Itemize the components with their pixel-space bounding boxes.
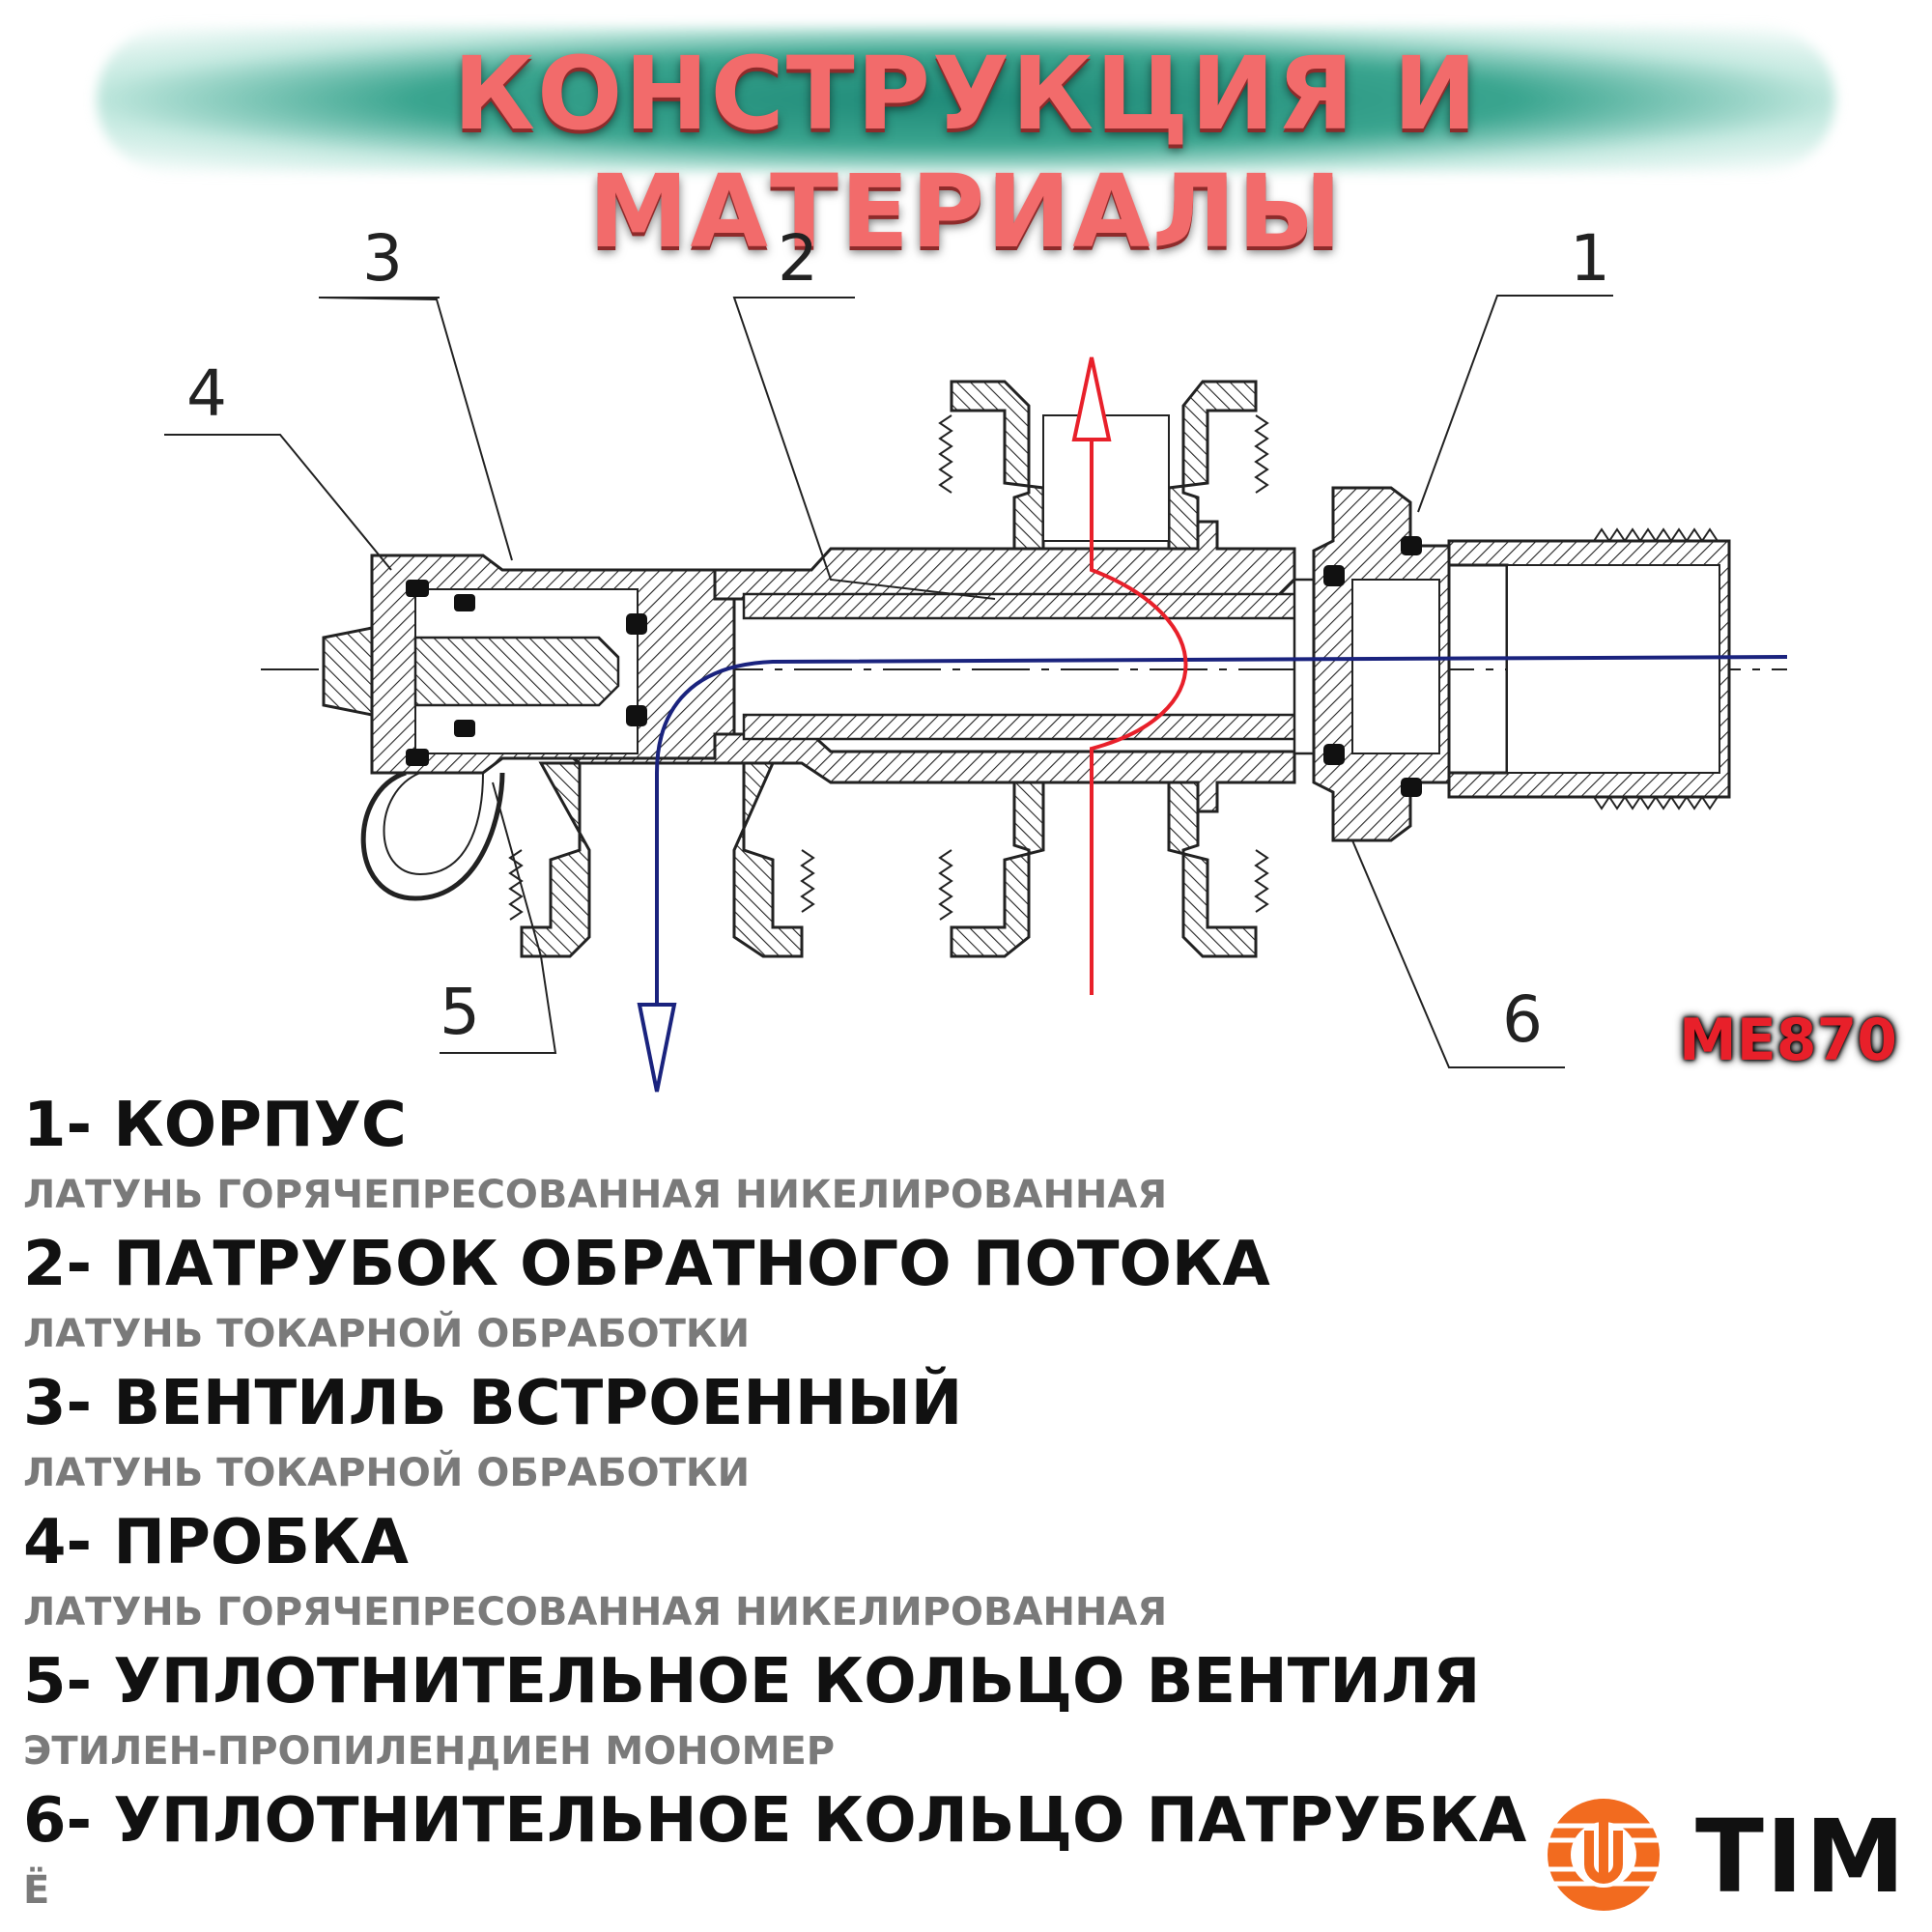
valve-spindle [413, 636, 620, 707]
part-name: 3- ВЕНТИЛЬ ВСТРОЕННЫЙ [23, 1368, 963, 1439]
union-nut-bore [1351, 579, 1440, 754]
part-name: 6- УПЛОТНИТЕЛЬНОЕ КОЛЬЦО ПАТРУБКА [23, 1785, 1527, 1857]
model-code: ME870 [1679, 1007, 1897, 1074]
union-seals [1323, 536, 1422, 797]
valve-cross-section-diagram: 1 2 3 4 5 6 [164, 221, 1788, 1093]
part-item-5: 5- УПЛОТНИТЕЛЬНОЕ КОЛЬЦО ВЕНТИЛЯ ЭТИЛЕН-… [23, 1643, 1530, 1782]
callout-6: 6 [1502, 982, 1543, 1057]
part-material: ЛАТУНЬ ТОКАРНОЙ ОБРАБОТКИ [23, 1312, 751, 1356]
supply-flow-arrowhead [1071, 356, 1112, 441]
callout-5: 5 [440, 975, 480, 1049]
bottom-mid-threads [938, 849, 1269, 921]
retaining-loop [360, 770, 505, 901]
callout-3: 3 [362, 221, 403, 296]
bottom-mid-right-wall [1167, 781, 1258, 958]
part-material: Ё [23, 1868, 50, 1913]
bottom-left-right-wall [732, 761, 804, 958]
return-tube-bottom [742, 713, 1325, 741]
part-item-6: 6- УПЛОТНИТЕЛЬНОЕ КОЛЬЦО ПАТРУБКА Ё [23, 1782, 1530, 1921]
tailpiece-threads [1593, 527, 1719, 810]
top-branch-right-wall [1167, 380, 1258, 551]
part-item-2: 2- ПАТРУБОК ОБРАТНОГО ПОТОКА ЛАТУНЬ ТОКА… [23, 1226, 1530, 1365]
supply-flow-line [1090, 435, 1188, 995]
retaining-loop-inner [383, 772, 484, 876]
return-tube-top [742, 592, 1325, 620]
parts-list: 1- КОРПУС ЛАТУНЬ ГОРЯЧЕПРЕСОВАННАЯ НИКЕЛ… [23, 1087, 1530, 1921]
part-material: ЛАТУНЬ ГОРЯЧЕПРЕСОВАННАЯ НИКЕЛИРОВАННАЯ [23, 1173, 1168, 1217]
title-banner: КОНСТРУКЦИЯ И МАТЕРИАЛЫ [58, 8, 1874, 270]
part-item-1: 1- КОРПУС ЛАТУНЬ ГОРЯЧЕПРЕСОВАННАЯ НИКЕЛ… [23, 1087, 1530, 1226]
callout-1: 1 [1570, 221, 1610, 296]
bottom-mid-left-wall [950, 781, 1045, 958]
brand-name: TIM [1695, 1798, 1908, 1916]
page-title: КОНСТРУКЦИЯ И МАТЕРИАЛЫ [453, 35, 1479, 270]
part-material: ЛАТУНЬ ГОРЯЧЕПРЕСОВАННАЯ НИКЕЛИРОВАННАЯ [23, 1590, 1168, 1634]
bottom-left-left-wall [520, 761, 591, 958]
return-flow-arrowhead [637, 1003, 677, 1093]
valve-o-rings [406, 580, 647, 766]
tim-logo-icon [1548, 1799, 1660, 1911]
part-name: 2- ПАТРУБОК ОБРАТНОГО ПОТОКА [23, 1229, 1270, 1300]
plug-cap [322, 626, 374, 717]
part-name: 5- УПЛОТНИТЕЛЬНОЕ КОЛЬЦО ВЕНТИЛЯ [23, 1646, 1481, 1718]
part-item-4: 4- ПРОБКА ЛАТУНЬ ГОРЯЧЕПРЕСОВАННАЯ НИКЕЛ… [23, 1504, 1530, 1643]
bottom-left-threads [508, 849, 815, 921]
part-name: 1- КОРПУС [23, 1090, 407, 1161]
part-name: 4- ПРОБКА [23, 1507, 409, 1578]
tailpiece-bore [1506, 564, 1720, 774]
leader-lines [164, 295, 1613, 1068]
part-material: ЛАТУНЬ ТОКАРНОЙ ОБРАБОТКИ [23, 1451, 751, 1495]
callout-4: 4 [186, 356, 227, 431]
top-branch-threads [938, 414, 1269, 494]
part-item-3: 3- ВЕНТИЛЬ ВСТРОЕННЫЙ ЛАТУНЬ ТОКАРНОЙ ОБ… [23, 1365, 1530, 1504]
brand: TIM [1531, 1792, 1918, 1918]
callout-2: 2 [778, 221, 818, 296]
part-material: ЭТИЛЕН-ПРОПИЛЕНДИЕН МОНОМЕР [23, 1729, 836, 1774]
banner-glow [97, 27, 1835, 172]
return-flow-line [655, 655, 1788, 1092]
top-branch-left-wall [950, 380, 1045, 551]
